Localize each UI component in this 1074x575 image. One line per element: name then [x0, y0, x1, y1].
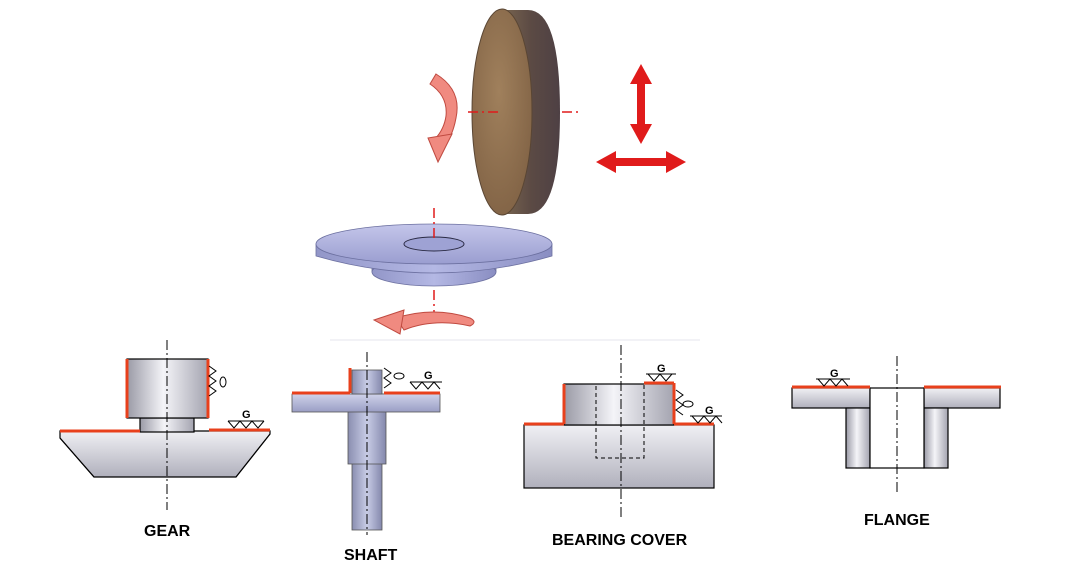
- grinding-symbol-letter: G: [424, 370, 433, 382]
- grinding-symbol-icon: [816, 378, 850, 387]
- grinding-wheel: [471, 8, 560, 216]
- grinding-symbol-icon: [409, 381, 442, 390]
- wheel-rotation-arrow-icon: [427, 73, 458, 164]
- grinding-symbol-letter: G: [830, 368, 839, 380]
- grinding-symbol-icon: [690, 415, 723, 424]
- gear-label: GEAR: [144, 523, 191, 540]
- grinding-symbol-icon: [208, 365, 227, 397]
- bearing-cover-label: BEARING COVER: [552, 532, 688, 549]
- grinding-symbol-icon: [675, 389, 694, 416]
- grinding-symbol-letter: G: [242, 409, 251, 421]
- grinding-symbol-letter: G: [705, 405, 714, 417]
- gear-section: G: [59, 340, 271, 510]
- flange-section: G: [791, 356, 1001, 492]
- bearing-cover-section: G G: [523, 345, 723, 520]
- horizontal-feed-arrow-icon: [596, 151, 686, 173]
- vertical-feed-arrow-icon: [630, 64, 652, 144]
- disc-rotation-arrow-icon: [372, 309, 475, 335]
- grinding-symbol-letter: G: [657, 363, 666, 375]
- shaft-label: SHAFT: [344, 547, 398, 564]
- grinding-symbol-icon: [383, 367, 405, 389]
- grinding-symbol-icon: [227, 420, 265, 429]
- grinding-symbol-icon: [646, 373, 676, 382]
- flange-label: FLANGE: [864, 512, 930, 529]
- shaft-section: G: [291, 352, 442, 535]
